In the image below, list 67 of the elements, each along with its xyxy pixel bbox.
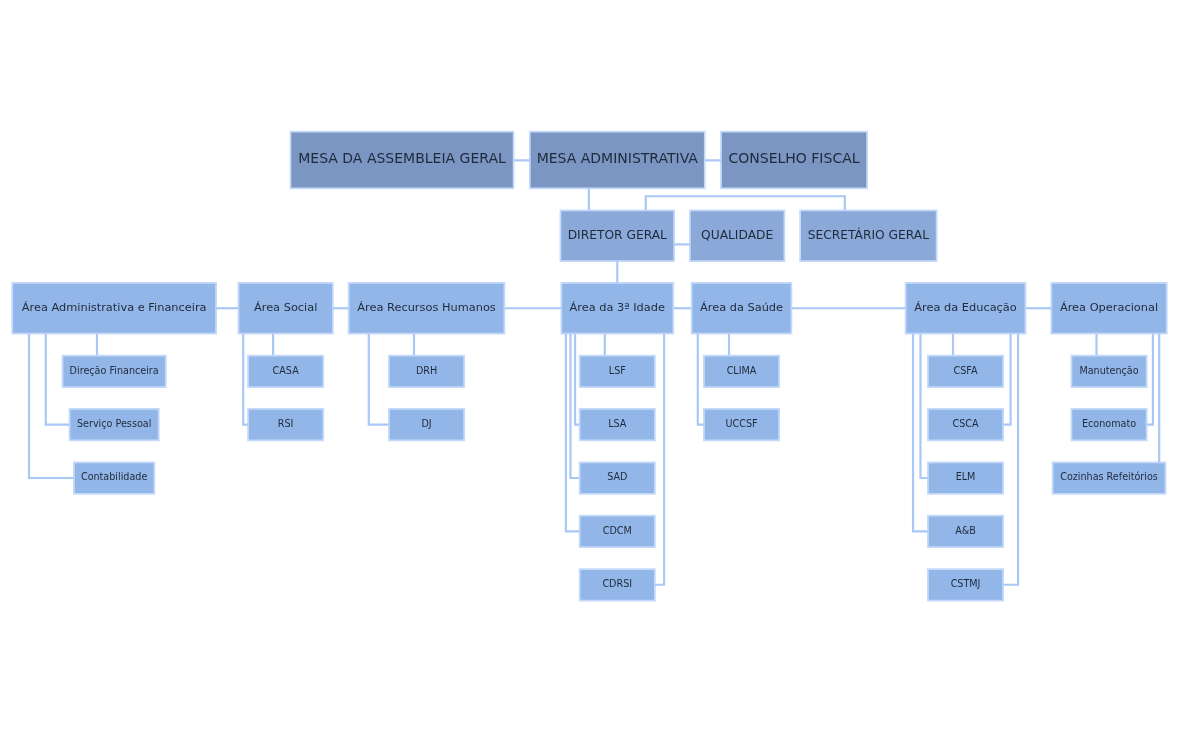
node-box: Área Recursos Humanos xyxy=(347,281,506,334)
node-box: Área Operacional xyxy=(1050,281,1168,334)
connector xyxy=(655,333,666,586)
node-box: Economato xyxy=(1070,407,1148,441)
node-box: ELM xyxy=(927,460,1005,495)
node-box: Área da Saúde xyxy=(690,281,793,334)
node-box: MESA DA ASSEMBLEIA GERAL xyxy=(289,130,515,189)
connector xyxy=(95,333,99,355)
connector xyxy=(504,306,562,309)
connector xyxy=(587,188,590,210)
node-box: CLIMA xyxy=(703,354,781,388)
node-box: MESA ADMINISTRATIVA xyxy=(528,130,706,189)
connector xyxy=(1003,333,1012,426)
node-box: SECRETÁRIO GERAL xyxy=(799,208,938,262)
node-box: RSI xyxy=(247,407,325,441)
connector xyxy=(1095,333,1098,355)
connector xyxy=(242,333,248,426)
node-box: CONSELHO FISCAL xyxy=(720,130,868,189)
connector xyxy=(569,333,580,479)
node-box: Cozinhas Refeitórios xyxy=(1051,460,1167,495)
connector xyxy=(674,242,690,245)
connector xyxy=(951,333,955,355)
connector xyxy=(573,333,580,426)
connector xyxy=(1025,306,1052,309)
node-box: A&B xyxy=(927,514,1005,548)
node-box: Contabilidade xyxy=(73,460,156,495)
connector xyxy=(791,306,906,309)
connector xyxy=(216,306,239,309)
node-box: SAD xyxy=(578,460,656,495)
node-box: UCCSF xyxy=(703,407,781,441)
node-box: CDCM xyxy=(578,514,656,548)
connector xyxy=(704,158,721,161)
node-box: Área Administrativa e Financeira xyxy=(11,281,217,334)
node-box: Área Social xyxy=(237,281,334,334)
node-box: LSA xyxy=(578,407,656,441)
node-box: CDRSI xyxy=(578,567,656,601)
connector xyxy=(1146,333,1155,426)
connector xyxy=(696,333,704,426)
node-box: Manutenção xyxy=(1070,354,1148,388)
node-box: DIRETOR GERAL xyxy=(559,208,676,262)
connector xyxy=(27,333,74,479)
node-box: Área da 3ª Idade xyxy=(560,281,675,334)
node-box: CSFA xyxy=(927,354,1005,388)
node-box: Direção Financeira xyxy=(61,354,167,388)
connector xyxy=(272,333,275,355)
connector xyxy=(644,194,846,210)
node-box: CSCA xyxy=(927,407,1005,441)
connector xyxy=(616,260,619,283)
node-box: DRH xyxy=(388,354,466,388)
connector xyxy=(1158,333,1161,462)
connector xyxy=(603,333,606,355)
connector xyxy=(911,333,928,532)
connector xyxy=(919,333,928,479)
connector xyxy=(367,333,389,426)
node-box: CSTMJ xyxy=(927,567,1005,601)
connector xyxy=(564,333,580,532)
connector xyxy=(44,333,70,426)
connector xyxy=(412,333,416,355)
connector xyxy=(513,158,530,161)
node-box: LSF xyxy=(578,354,656,388)
node-box: Área da Educação xyxy=(904,281,1027,334)
connector xyxy=(727,333,731,355)
node-box: DJ xyxy=(388,407,466,441)
node-box: QUALIDADE xyxy=(689,208,786,262)
node-box: CASA xyxy=(247,354,325,388)
connector xyxy=(1003,333,1020,586)
node-box: Serviço Pessoal xyxy=(68,407,160,441)
